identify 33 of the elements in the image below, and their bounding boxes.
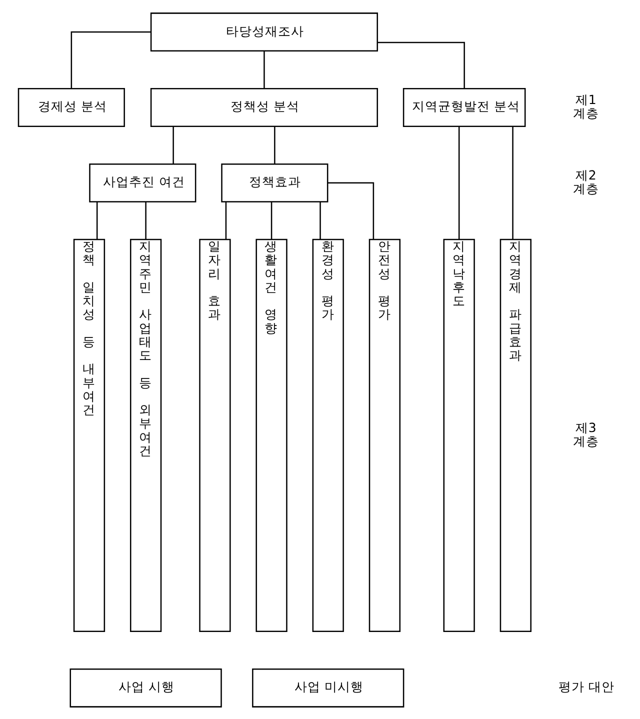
connector xyxy=(512,126,514,239)
node-box: 생활여건 영향 xyxy=(256,238,288,632)
node-box: 지역낙후도 xyxy=(443,238,475,632)
connector xyxy=(96,201,98,239)
label: 제1 계층 xyxy=(572,91,599,120)
label: 제2 계층 xyxy=(572,166,599,196)
node-box: 사업추진 여건 xyxy=(89,162,196,202)
node-box: 지역주민 사업태도 등 외부여건 xyxy=(130,238,162,632)
node-box: 정책효과 xyxy=(221,162,328,202)
node-box: 사업 미시행 xyxy=(252,668,404,707)
node-box: 경제성 분석 xyxy=(18,88,125,126)
connector xyxy=(264,50,265,88)
connector xyxy=(270,201,272,239)
connector xyxy=(320,201,321,239)
connector xyxy=(328,182,374,239)
node-box: 지역균형발전 분석 xyxy=(402,88,526,126)
node-box: 지역경제 파급효과 xyxy=(500,238,532,632)
connector xyxy=(172,126,174,164)
connector xyxy=(274,126,276,164)
node-box: 안전성 평가 xyxy=(368,238,401,632)
node-box: 정책성 분석 xyxy=(150,88,378,126)
node-box: 정책 일치성 등 내부여건 xyxy=(73,238,106,632)
node-box: 사업 시행 xyxy=(70,668,222,707)
node-box: 일자리 효과 xyxy=(199,238,231,632)
label: 평가 대안 xyxy=(558,678,615,694)
node-box: 타당성재조사 xyxy=(150,12,378,52)
connector xyxy=(377,41,465,88)
label: 제3 계층 xyxy=(572,419,599,448)
connector xyxy=(70,30,151,88)
connector xyxy=(225,201,227,239)
connector xyxy=(458,126,460,239)
node-box: 환경성 평가 xyxy=(312,238,344,632)
connector xyxy=(145,201,146,239)
